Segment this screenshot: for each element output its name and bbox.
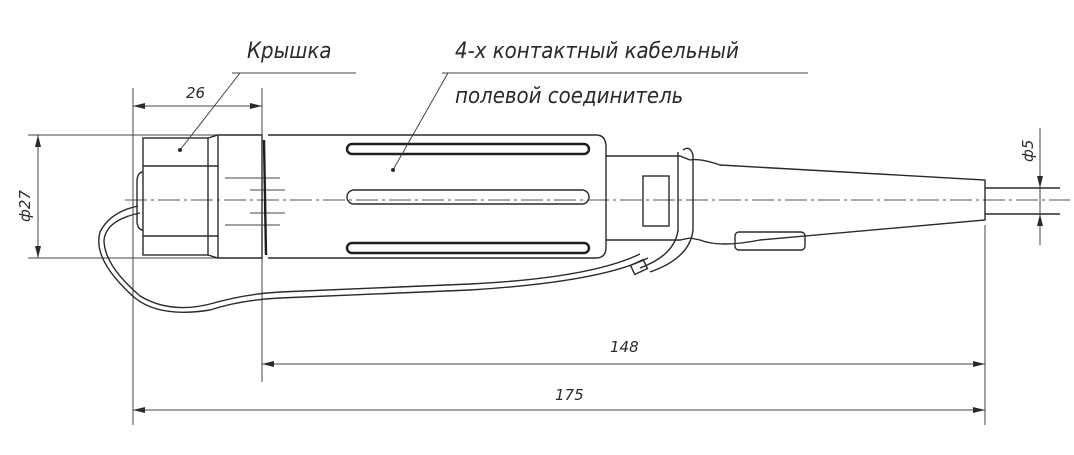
dim-text-d5: ф5 xyxy=(1019,140,1037,162)
tether-cable xyxy=(98,205,649,313)
cap-label: Крышка xyxy=(247,39,331,64)
dim-text-148: 148 xyxy=(610,338,639,356)
connector-label-line1: 4-х контактный кабельный xyxy=(455,39,739,64)
dim-text-d27: ф27 xyxy=(16,190,34,222)
leaders xyxy=(178,72,808,172)
dim-text-175: 175 xyxy=(555,386,584,404)
connector-label-line2: полевой соединитель xyxy=(455,84,683,109)
dim-text-26: 26 xyxy=(186,84,205,102)
cap xyxy=(136,134,285,259)
connector-body xyxy=(268,134,1060,276)
